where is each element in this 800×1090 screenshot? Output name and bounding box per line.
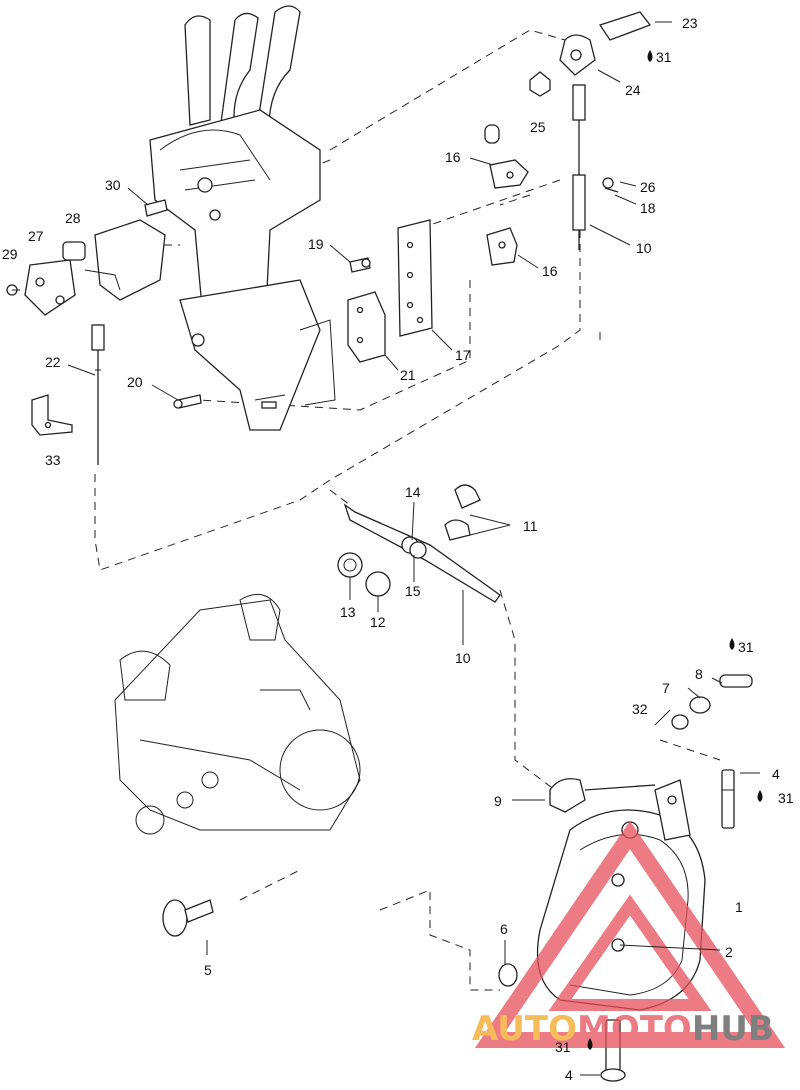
small-fasteners [173, 257, 371, 409]
callout-32: 32 [632, 701, 648, 717]
engine-gearcase [114, 593, 361, 835]
angle-bracket-33 [31, 394, 73, 436]
callout-8: 8 [695, 666, 703, 682]
plate-17 [397, 219, 433, 337]
callout-7: 7 [662, 680, 670, 696]
callout-4-bottom: 4 [565, 1067, 573, 1083]
callout-25: 25 [530, 119, 546, 135]
plate-21 [347, 291, 386, 363]
callout-31-right-top: 31 [738, 639, 754, 655]
callout-18: 18 [640, 200, 656, 216]
callout-31-top: 31 [656, 49, 672, 65]
callout-16-lower: 16 [542, 263, 558, 279]
callout-13: 13 [340, 604, 356, 620]
callout-26: 26 [640, 179, 656, 195]
callout-30: 30 [105, 177, 121, 193]
callout-27: 27 [28, 228, 44, 244]
callout-10-upper: 10 [636, 240, 652, 256]
callout-labels: 23 31 24 25 16 26 18 10 30 28 27 29 19 1… [2, 15, 794, 1083]
watermark-moto: MOTO [577, 1009, 692, 1049]
left-bracket-assembly [6, 199, 168, 316]
callout-15: 15 [405, 583, 421, 599]
callout-31-right: 31 [778, 790, 794, 806]
watermark-hub: HUB [692, 1009, 774, 1049]
watermark-logo: AUTOMOTOHUB [472, 820, 786, 1049]
callout-21: 21 [400, 367, 416, 383]
watermark-auto: AUTO [472, 1009, 577, 1049]
bolt-5 [162, 899, 214, 937]
callout-23: 23 [682, 15, 698, 31]
callout-11: 11 [523, 518, 538, 534]
callout-6: 6 [500, 921, 508, 937]
cable-end-lower [549, 778, 656, 813]
callout-28: 28 [65, 210, 81, 226]
callout-14: 14 [405, 484, 421, 500]
watermark-text: AUTOMOTOHUB [472, 1009, 774, 1049]
callout-29: 29 [2, 246, 18, 262]
control-lever-assembly [149, 5, 336, 431]
callout-5: 5 [204, 962, 212, 978]
clamp-16-lower [486, 227, 518, 266]
leader-lines [12, 21, 760, 1076]
callout-9: 9 [494, 793, 502, 809]
callout-19: 19 [308, 236, 324, 252]
callout-2: 2 [725, 944, 733, 960]
callout-31-bottom: 31 [555, 1039, 571, 1055]
cable-10-mid [337, 484, 501, 603]
callout-10-mid: 10 [455, 650, 471, 666]
cable-22 [91, 324, 105, 465]
callout-33: 33 [45, 452, 61, 468]
cable-end-upper [529, 11, 652, 250]
clamp-16-upper [484, 124, 529, 189]
callout-20: 20 [127, 374, 143, 390]
callout-24: 24 [625, 82, 641, 98]
callout-17: 17 [455, 347, 471, 363]
callout-1: 1 [735, 899, 743, 915]
callout-22: 22 [45, 354, 61, 370]
callout-16-upper: 16 [445, 149, 461, 165]
callout-12: 12 [370, 614, 386, 630]
callout-4-right: 4 [772, 766, 780, 782]
drop-icon [587, 50, 763, 1050]
